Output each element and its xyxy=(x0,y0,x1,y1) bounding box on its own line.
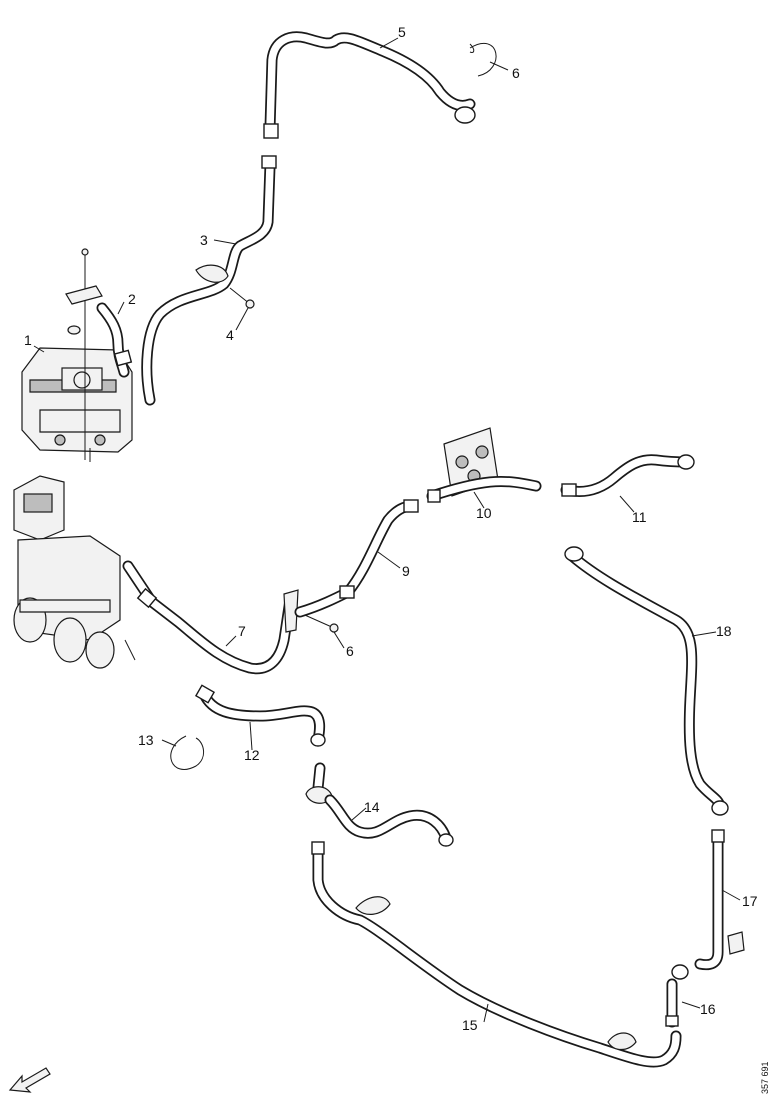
callout-18: 18 xyxy=(716,623,732,639)
callout-4: 4 xyxy=(226,327,234,343)
callout-5: 5 xyxy=(398,24,406,40)
hose-18 xyxy=(564,546,729,816)
hose-9 xyxy=(294,499,419,618)
callout-9: 9 xyxy=(402,563,410,579)
callout-3: 3 xyxy=(200,232,208,248)
hose-11 xyxy=(560,454,695,497)
screw-4 xyxy=(229,287,255,309)
hose-3 xyxy=(141,155,277,406)
callout-14: 14 xyxy=(364,799,380,815)
callout-labels: 1 2 3 4 5 6 7 6 9 10 11 12 13 14 15 16 1… xyxy=(24,24,758,1033)
callout-7: 7 xyxy=(238,623,246,639)
hose-17 xyxy=(694,829,745,971)
drawing-reference-number: 357 691 xyxy=(760,1061,770,1094)
callout-17: 17 xyxy=(742,893,758,909)
heater-unit xyxy=(21,347,133,462)
leader-lines xyxy=(33,37,741,1023)
direction-arrow-icon xyxy=(8,1067,51,1093)
callout-2: 2 xyxy=(128,291,136,307)
hose-2 xyxy=(96,302,133,378)
callout-13: 13 xyxy=(138,732,154,748)
hose-15 xyxy=(311,841,682,1068)
callout-16: 16 xyxy=(700,1001,716,1017)
callout-1: 1 xyxy=(24,332,32,348)
hose-16 xyxy=(665,964,689,1028)
hose-7 xyxy=(122,560,299,675)
callout-12: 12 xyxy=(244,747,260,763)
clamp-13 xyxy=(170,735,204,770)
clamp-6-top xyxy=(469,42,497,77)
hose-12 xyxy=(194,684,326,747)
hose-14 xyxy=(305,762,454,847)
callout-6-top: 6 xyxy=(512,65,520,81)
callout-6-bottom: 6 xyxy=(346,643,354,659)
pump-valve-assembly xyxy=(13,475,136,669)
hose-10 xyxy=(426,476,542,503)
callout-11: 11 xyxy=(632,509,647,525)
callout-10: 10 xyxy=(476,505,492,521)
callout-15: 15 xyxy=(462,1017,478,1033)
bolt xyxy=(65,248,103,460)
hose-5 xyxy=(263,31,476,139)
